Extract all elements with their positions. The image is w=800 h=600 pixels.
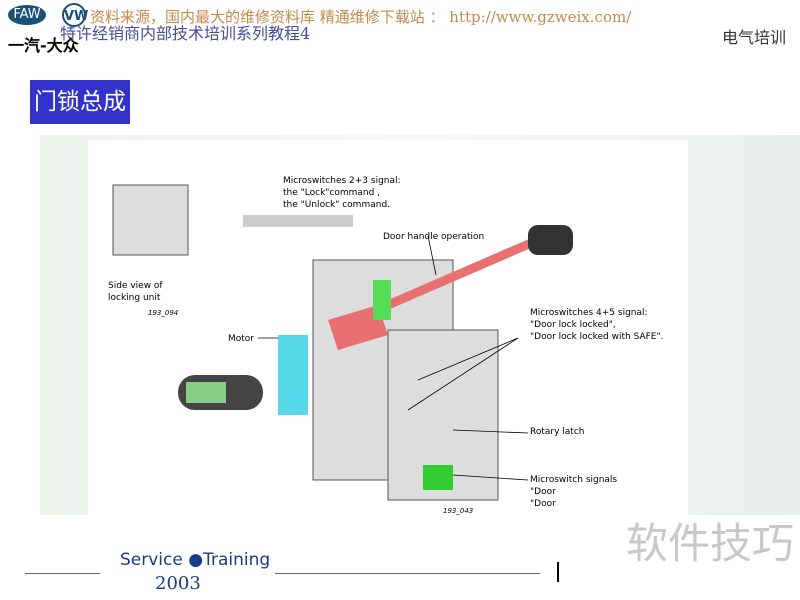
series-title: 特许经销商内部技术培训系列教程4 bbox=[60, 24, 311, 43]
microswitches-2-3-label: Microswitches 2+3 signal: the "Lock"comm… bbox=[283, 176, 401, 210]
lock-illustration bbox=[112, 184, 573, 501]
faw-logo: FAW bbox=[8, 5, 46, 25]
microswitches-4-5-label: Microswitches 4+5 signal: "Door lock loc… bbox=[530, 308, 664, 342]
diagram-code: 193_043 bbox=[443, 507, 474, 515]
footer-line-left bbox=[25, 573, 100, 574]
source-link[interactable]: 资料来源，国内最大的维修资料库 精通维修下载站 ： http://www.gzw… bbox=[90, 8, 632, 26]
microswitch-signals-label: Microswitch signals "Door "Door bbox=[530, 475, 618, 509]
side-view-label: Side view of locking unit bbox=[108, 281, 163, 303]
vw-logo: VW bbox=[62, 3, 88, 27]
rotary-latch-label: Rotary latch bbox=[530, 427, 585, 437]
footer-bar bbox=[557, 562, 559, 582]
watermark: 软件技巧 bbox=[625, 519, 794, 568]
side-view-code: 193_094 bbox=[148, 309, 179, 317]
service-text: Service bbox=[120, 550, 183, 570]
door-lock-diagram: Side view of locking unit 193_094 Micros… bbox=[88, 140, 688, 522]
motor-label: Motor bbox=[228, 334, 255, 344]
footer-year: 2003 bbox=[155, 573, 201, 594]
bullet: ● bbox=[188, 550, 204, 570]
brand-name: 一汽-大众 bbox=[8, 36, 79, 55]
service-training: Service ●Training bbox=[120, 550, 270, 570]
slide-title: 门锁总成 bbox=[30, 80, 130, 124]
footer-line-right bbox=[275, 573, 540, 574]
door-handle-label: Door handle operation bbox=[383, 232, 485, 242]
department-label: 电气培训 bbox=[721, 28, 786, 47]
training-text: Training bbox=[203, 550, 271, 570]
